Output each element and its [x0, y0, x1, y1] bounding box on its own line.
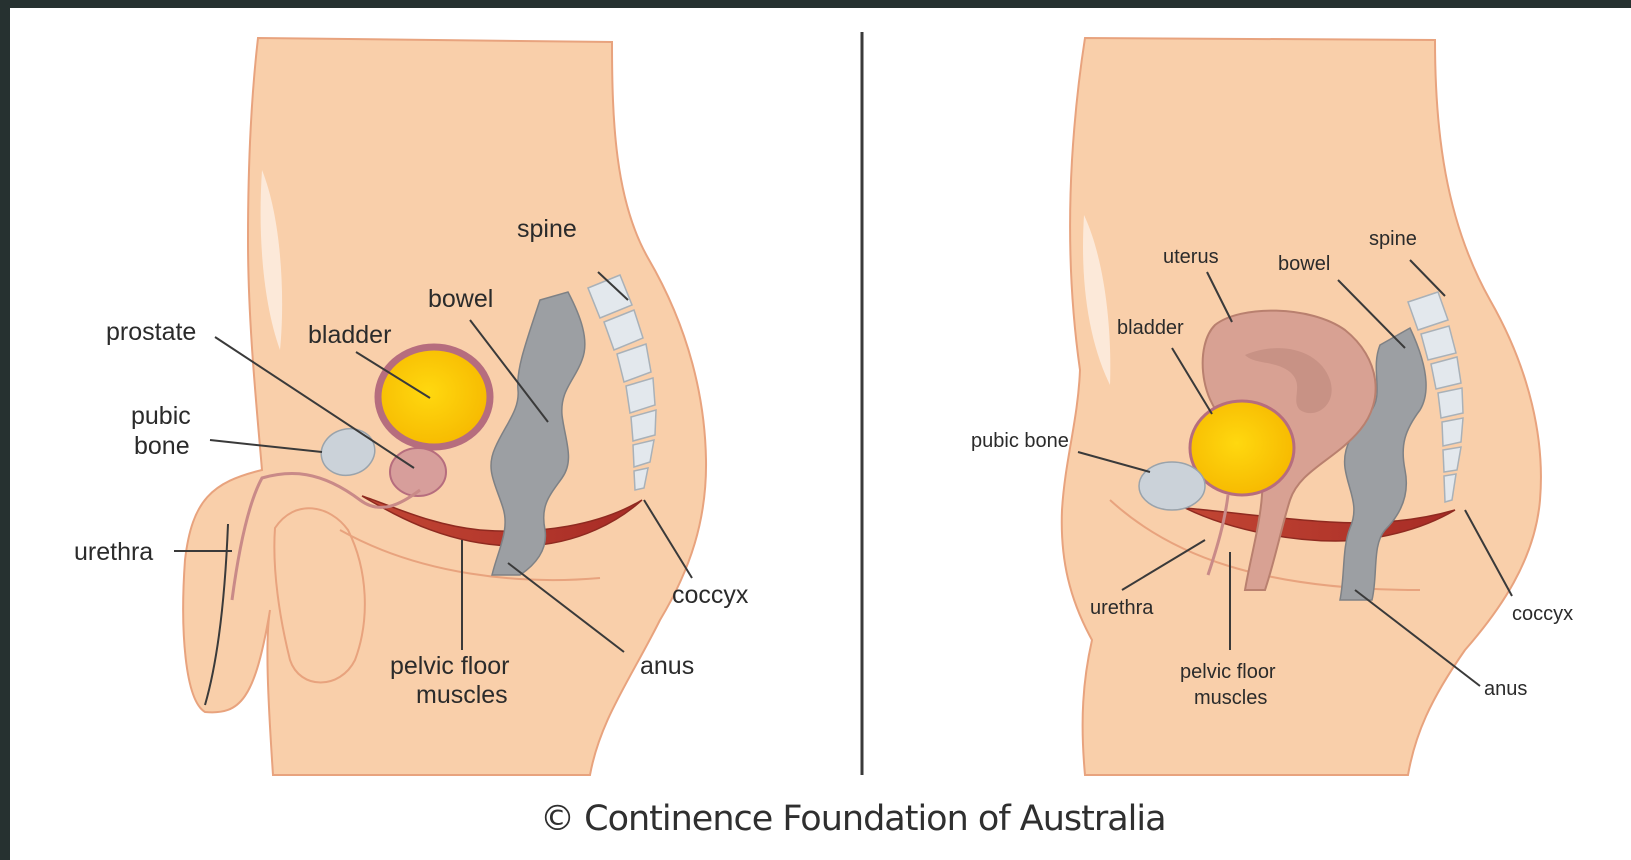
label-male-pubic: pubic [131, 402, 191, 430]
label-female-pelvic-floor: pelvic floor [1180, 661, 1276, 683]
label-male-anus: anus [640, 652, 694, 680]
label-female-anus: anus [1484, 678, 1527, 700]
label-male-bladder: bladder [308, 321, 391, 349]
male-diagram: spine bowel prostate bladder pubic bone … [74, 38, 749, 775]
label-female-bladder: bladder [1117, 317, 1184, 339]
label-male-bone: bone [134, 432, 190, 460]
label-male-urethra: urethra [74, 538, 153, 566]
label-male-bowel: bowel [428, 285, 493, 313]
label-female-muscles: muscles [1194, 687, 1267, 709]
label-female-pubic-bone: pubic bone [971, 430, 1069, 452]
label-female-bowel: bowel [1278, 253, 1330, 275]
label-male-prostate: prostate [106, 318, 196, 346]
label-female-urethra: urethra [1090, 597, 1154, 619]
label-male-spine: spine [517, 215, 577, 243]
label-male-coccyx: coccyx [672, 581, 749, 609]
female-bladder [1190, 401, 1294, 495]
label-female-uterus: uterus [1163, 246, 1219, 268]
label-male-pelvic-floor: pelvic floor [390, 652, 510, 680]
female-pubic-bone [1139, 462, 1205, 510]
label-female-coccyx: coccyx [1512, 603, 1573, 625]
male-prostate [390, 448, 446, 496]
male-bladder [378, 347, 490, 447]
female-diagram: uterus bowel spine bladder pubic bone ur… [971, 38, 1573, 775]
copyright-credit: © Continence Foundation of Australia [540, 799, 1166, 839]
label-female-spine: spine [1369, 228, 1417, 250]
label-male-muscles: muscles [416, 681, 508, 709]
